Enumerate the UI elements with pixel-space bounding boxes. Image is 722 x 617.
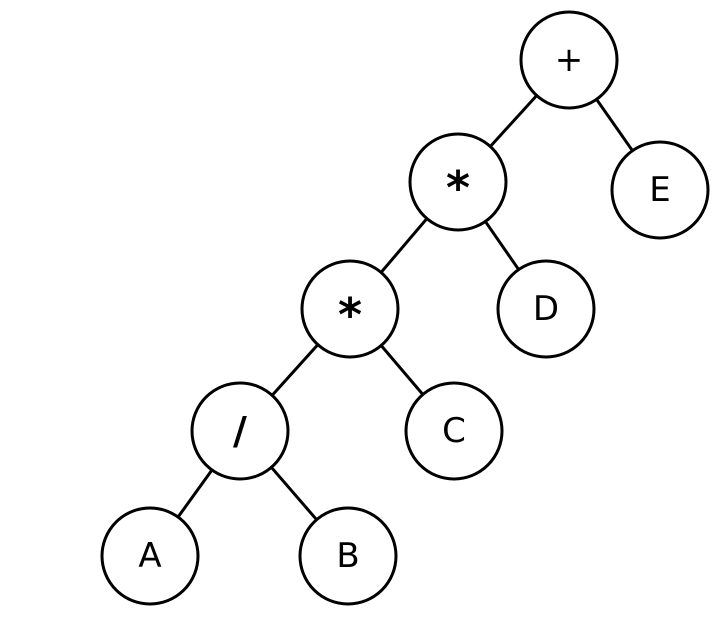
- edge-plus-E: [595, 97, 634, 153]
- tree-node-mul2: *: [300, 259, 400, 359]
- tree-node-A: A: [100, 506, 200, 606]
- node-label: *: [338, 288, 362, 342]
- node-label: D: [533, 289, 559, 329]
- node-label: *: [446, 161, 470, 215]
- node-circle: [496, 259, 596, 359]
- tree-node-plus: +: [519, 10, 619, 110]
- tree-node-E: E: [610, 140, 710, 240]
- edge-mul1-mul2: [379, 217, 429, 274]
- edge-mul2-C: [379, 344, 425, 396]
- tree-node-D: D: [496, 259, 596, 359]
- edge-div-B: [269, 465, 319, 522]
- node-circle: [519, 10, 619, 110]
- node-label: E: [649, 170, 670, 210]
- edge-div-A: [176, 468, 214, 519]
- node-circle: [408, 132, 508, 232]
- node-circle: [100, 506, 200, 606]
- tree-node-div: /: [190, 381, 290, 481]
- edge-mul2-div: [270, 343, 320, 397]
- node-label: /: [233, 409, 247, 453]
- node-circle: [298, 506, 398, 606]
- edges-layer: [176, 94, 634, 522]
- node-label: +: [555, 40, 584, 80]
- node-label: B: [336, 536, 359, 576]
- node-circle: [300, 259, 400, 359]
- node-circle: [404, 381, 504, 481]
- node-circle: [610, 140, 710, 240]
- edge-mul1-D: [483, 219, 521, 272]
- edge-plus-mul1: [488, 94, 539, 148]
- node-label: A: [138, 536, 161, 576]
- node-label: C: [442, 411, 466, 451]
- tree-node-C: C: [404, 381, 504, 481]
- tree-node-mul1: *: [408, 132, 508, 232]
- node-circle: [190, 381, 290, 481]
- tree-node-B: B: [298, 506, 398, 606]
- nodes-layer: + * E * D / C A B: [100, 10, 710, 606]
